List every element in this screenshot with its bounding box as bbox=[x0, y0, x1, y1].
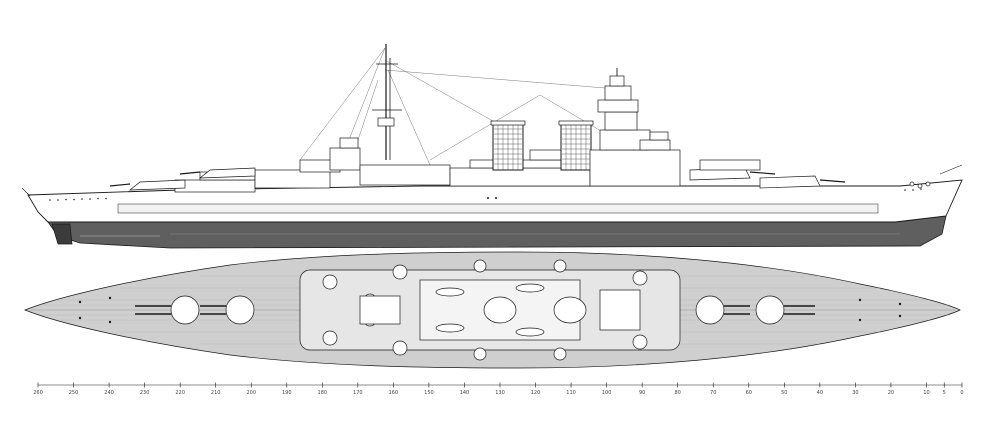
ensign-staff bbox=[21, 187, 31, 197]
scale-label: 110 bbox=[566, 390, 576, 396]
scale-label: 50 bbox=[781, 390, 787, 396]
scale-label: 210 bbox=[211, 390, 221, 396]
bollards bbox=[78, 296, 902, 324]
portholes bbox=[49, 188, 922, 201]
scale-label: 30 bbox=[852, 390, 858, 396]
scale-label: 100 bbox=[602, 390, 612, 396]
scale-label: 180 bbox=[318, 390, 328, 396]
fore-funnel bbox=[558, 120, 594, 171]
aft-turrets bbox=[109, 167, 256, 191]
scale-label: 220 bbox=[175, 390, 185, 396]
rigging bbox=[299, 47, 651, 166]
scale-label: 200 bbox=[246, 390, 256, 396]
scale-label: 40 bbox=[817, 390, 823, 396]
scale-label: 140 bbox=[460, 390, 470, 396]
secondary-mounts bbox=[322, 259, 648, 361]
ships-boats bbox=[435, 283, 545, 337]
aft-superstructure bbox=[174, 137, 451, 193]
anchors bbox=[909, 181, 931, 189]
scale-label: 150 bbox=[424, 390, 434, 396]
bridge-plan bbox=[599, 289, 641, 331]
scale-label: 20 bbox=[888, 390, 894, 396]
scale-label: 130 bbox=[495, 390, 505, 396]
mainmast bbox=[372, 44, 402, 160]
scale-label: 60 bbox=[746, 390, 752, 396]
turret-x bbox=[200, 295, 255, 325]
forward-turrets bbox=[689, 159, 846, 189]
side-profile bbox=[21, 44, 963, 249]
scale-label: 230 bbox=[140, 390, 150, 396]
scale-label: 5 bbox=[943, 390, 946, 396]
scale-label: 10 bbox=[923, 390, 929, 396]
aft-control-plan bbox=[359, 295, 401, 325]
scale-label: 0 bbox=[960, 390, 963, 396]
jack-staff bbox=[939, 164, 963, 175]
plan-view bbox=[24, 251, 961, 369]
scale-label: 120 bbox=[531, 390, 541, 396]
scale-label: 70 bbox=[710, 390, 716, 396]
turret-a bbox=[755, 295, 815, 325]
scale-label: 190 bbox=[282, 390, 292, 396]
scale-label: 90 bbox=[639, 390, 645, 396]
aft-funnel bbox=[490, 120, 526, 171]
scale-label: 80 bbox=[675, 390, 681, 396]
scale-label: 160 bbox=[389, 390, 399, 396]
fore-funnel-plan bbox=[553, 296, 587, 324]
scale-label: 170 bbox=[353, 390, 363, 396]
aft-funnel-plan bbox=[483, 296, 517, 324]
turret-y bbox=[135, 295, 200, 325]
scale-ticks bbox=[37, 382, 963, 388]
scale-label: 240 bbox=[104, 390, 114, 396]
rudder bbox=[51, 223, 73, 245]
bridge-tower bbox=[589, 68, 681, 187]
scale-label: 250 bbox=[69, 390, 79, 396]
turret-b bbox=[695, 295, 750, 325]
armour-belt bbox=[117, 203, 879, 214]
scale-label: 260 bbox=[33, 390, 43, 396]
